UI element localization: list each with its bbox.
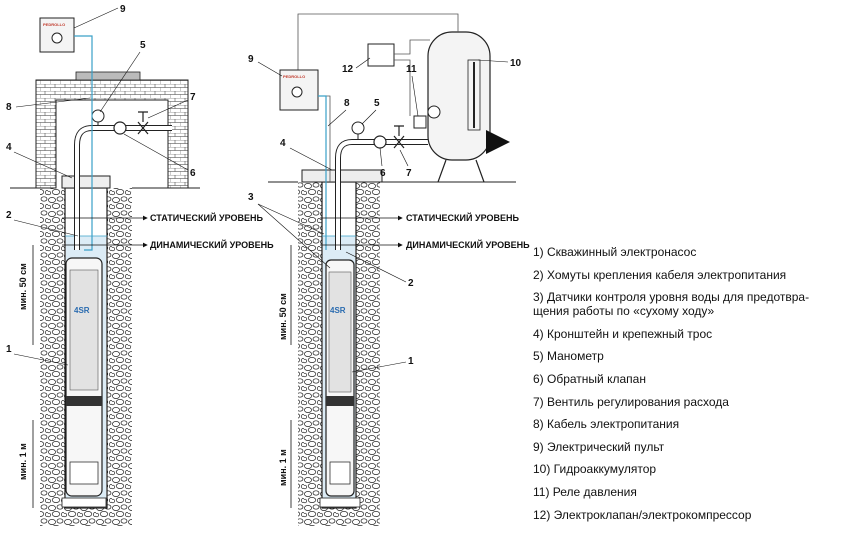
well-gravel-left [298, 182, 322, 516]
callout-9: 9 [248, 54, 254, 65]
check-valve [113, 121, 127, 135]
min-1m-label: мин. 1 м [278, 449, 288, 486]
callout-5: 5 [374, 98, 380, 109]
callout-11: 11 [406, 64, 417, 75]
dynamic-level-label: ДИНАМИЧЕСКИЙ УРОВЕНЬ [150, 239, 274, 250]
control-wiring [297, 13, 459, 182]
static-level-label: СТАТИЧЕСКИЙ УРОВЕНЬ [406, 212, 519, 223]
manometer [91, 109, 105, 123]
legend-item: 7) Вентиль регулирования расхода [533, 394, 729, 409]
callout-3: 3 [248, 192, 254, 203]
well-bottom-gravel [40, 508, 132, 526]
callout-7: 7 [406, 168, 412, 179]
min-50cm-label: мин. 50 см [18, 263, 28, 310]
legend-item: 8) Кабель электропитания [533, 417, 680, 432]
pressure-switch [413, 115, 427, 129]
callout-7: 7 [190, 92, 196, 103]
well-gravel-right [107, 188, 132, 516]
static-level-label: СТАТИЧЕСКИЙ УРОВЕНЬ [150, 212, 263, 223]
ground-slab [301, 169, 383, 183]
legend-item: 6) Обратный клапан [533, 371, 646, 386]
legend-item: 11) Реле давления [533, 484, 637, 499]
flow-valve [137, 111, 149, 135]
legend-item: 1) Скважинный электронасос [533, 245, 697, 259]
min-50cm-label: мин. 50 см [278, 293, 288, 340]
power-cable [318, 95, 327, 250]
legend-item: 12) Электроклапан/электрокомпрессор [533, 507, 752, 522]
legend-item: 2) Хомуты крепления кабеля электропитани… [533, 267, 787, 282]
callout-2: 2 [6, 210, 12, 221]
dynamic-level-label: ДИНАМИЧЕСКИЙ УРОВЕНЬ [406, 239, 530, 250]
callout-5: 5 [140, 40, 146, 51]
well-head [61, 175, 111, 189]
legend-item: 5) Манометр [533, 349, 604, 364]
min-1m-label: мин. 1 м [18, 443, 28, 480]
power-cable [74, 35, 93, 251]
legend-item: 4) Кронштейн и крепежный трос [533, 326, 713, 341]
right-scheme: PEDROLLO 4SR СТАТИЧЕСКИЙ УРОВЕНЬ ДИНАМИЧ… [248, 13, 530, 526]
flow-valve [393, 125, 405, 149]
callout-12: 12 [342, 64, 354, 75]
legend-list: 1) Скважинный электронасос 2) Хомуты кре… [533, 245, 863, 530]
legend-item: щения работы по «сухому ходу» [533, 304, 715, 319]
callout-8: 8 [344, 98, 350, 109]
legend-item: 10) Гидроаккумулятор [533, 462, 657, 477]
tank-manometer [427, 105, 441, 119]
callout-2: 2 [408, 278, 414, 289]
panel-brand: PEDROLLO [283, 74, 305, 79]
callout-1: 1 [408, 356, 414, 367]
check-valve [373, 135, 387, 149]
panel-brand: PEDROLLO [43, 22, 65, 27]
callout-4: 4 [6, 142, 12, 153]
electrovalve-box [367, 43, 395, 67]
pump-house [35, 79, 189, 189]
callout-6: 6 [190, 168, 196, 179]
callout-6: 6 [380, 168, 386, 179]
legend-item: 9) Электрический пульт [533, 439, 665, 454]
well-gravel-right [356, 182, 380, 516]
left-scheme: PEDROLLO 4SR СТАТИЧЕСКИЙ УРОВЕНЬ ДИНАМИЧ… [6, 4, 274, 526]
callout-10: 10 [510, 58, 522, 69]
callout-9: 9 [120, 4, 126, 15]
pressure-tank [427, 31, 491, 161]
pump-mark: 4SR [74, 306, 90, 315]
callout-4: 4 [280, 138, 286, 149]
legend-item: 3) Датчики контроля уровня воды для пред… [533, 290, 810, 305]
well-bottom-gravel [298, 508, 380, 526]
well-gravel-left [40, 188, 65, 516]
pump-mark: 4SR [330, 306, 346, 315]
callout-8: 8 [6, 102, 12, 113]
callout-1: 1 [6, 344, 12, 355]
